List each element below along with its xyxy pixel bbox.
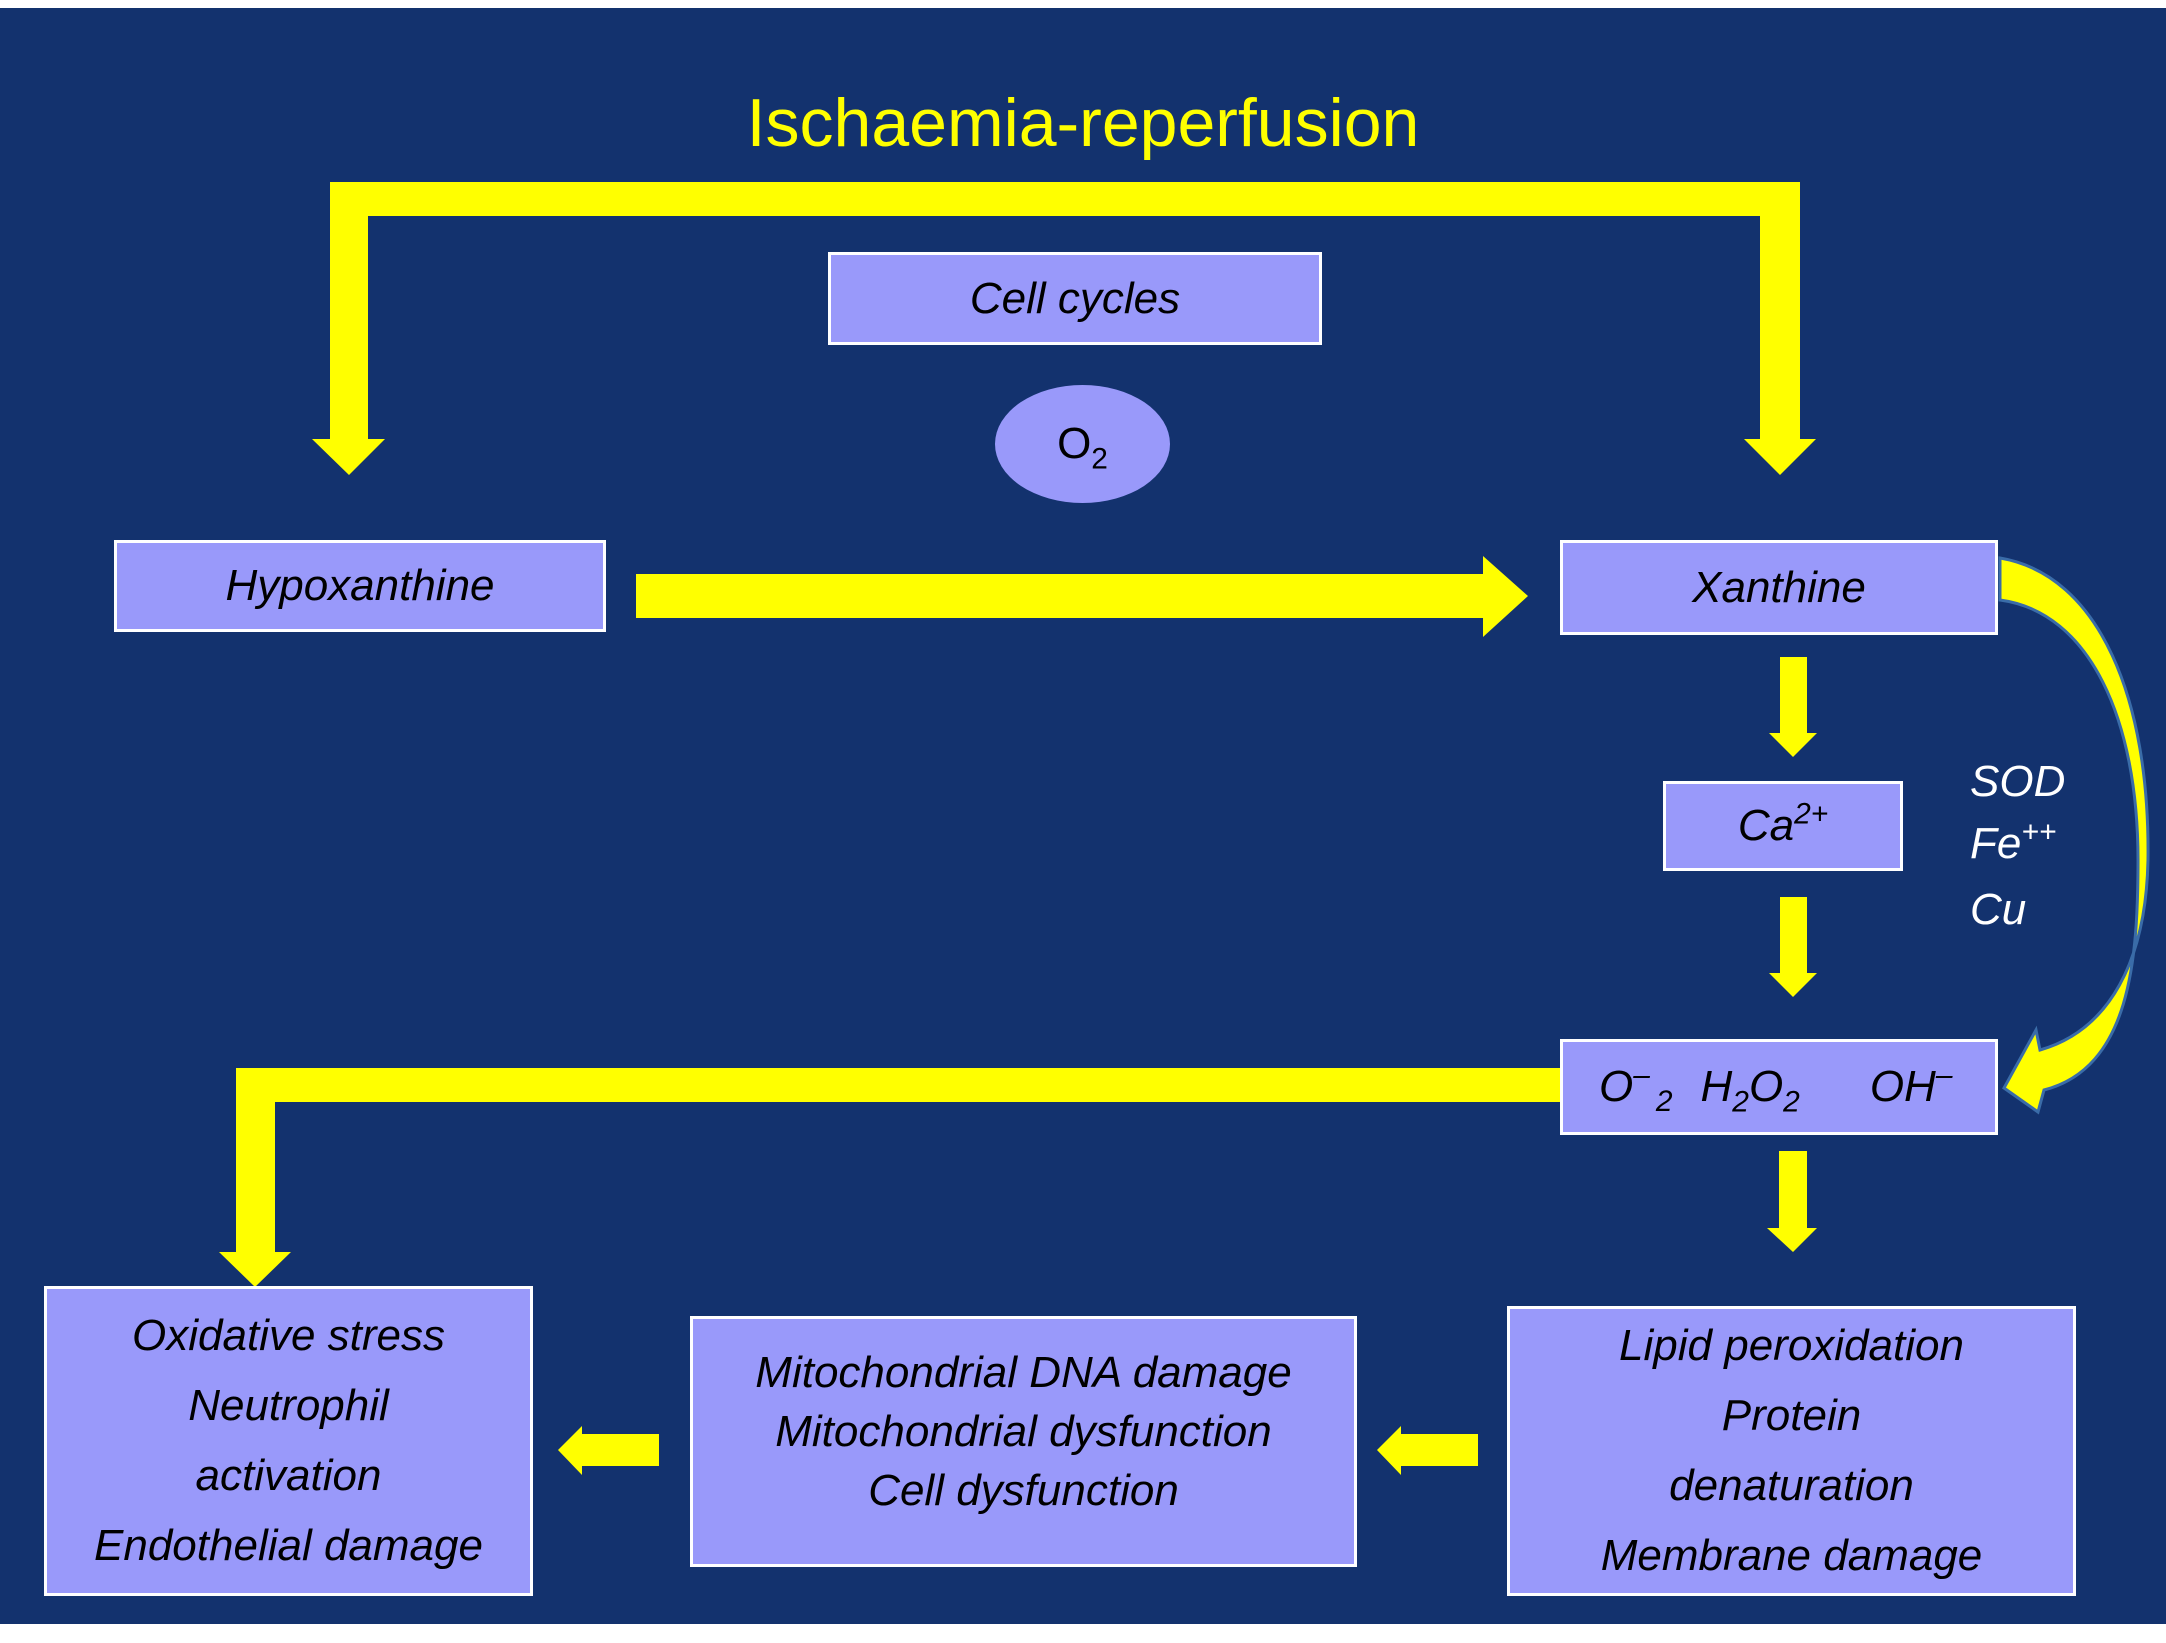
calcium-to-ros-arrow [1769,897,1817,997]
lipid-to-mito-arrow [1377,1426,1478,1475]
xanthine-box: Xanthine [1560,540,1998,635]
ros-to-lipid-arrow [1767,1151,1817,1252]
oxygen-ellipse: O2 [995,385,1170,503]
oxygen-label: O2 [1057,419,1108,474]
hydroxyl-base: OH [1869,1062,1936,1111]
calcium-base: Ca [1737,801,1795,850]
ros-to-oxidative-arrow [219,1068,1560,1287]
peroxide-label: H2O2 [1700,1062,1800,1117]
lipid-damage-box: Lipid peroxidation Protein denaturation … [1507,1306,2076,1596]
mito-line-2: Mitochondrial dysfunction [775,1407,1272,1456]
top-bracket-arrow [312,182,1816,475]
peroxide-o-subscript: 2 [1783,1085,1800,1119]
catalyst-copper: Cu [1970,885,2027,934]
oxygen-base: O [1057,419,1092,468]
superoxide-base: O [1599,1062,1634,1111]
hypoxanthine-to-xanthine-arrow [636,556,1528,637]
oxidative-line-2: Neutrophil [188,1381,389,1430]
iron-superscript: ++ [2021,815,2057,849]
mito-line-1: Mitochondrial DNA damage [755,1348,1292,1397]
superoxide-subscript: 2 [1655,1085,1673,1119]
catalyst-sod: SOD [1970,757,2066,806]
hypoxanthine-label: Hypoxanthine [225,561,495,610]
oxygen-subscript: 2 [1091,442,1108,476]
xanthine-to-calcium-arrow [1769,657,1817,757]
catalyst-iron: Fe++ [1970,817,2056,868]
mitochondrial-damage-box: Mitochondrial DNA damage Mitochondrial d… [690,1316,1357,1567]
oxidative-line-3: activation [195,1451,382,1500]
cell-cycles-box: Cell cycles [828,252,1322,345]
ros-box: O–2 H2O2 OH– [1560,1039,1998,1135]
mito-to-oxidative-arrow [558,1426,659,1475]
hydroxyl-charge: – [1935,1058,1953,1092]
diagram-title: Ischaemia-reperfusion [746,85,1420,161]
calcium-superscript: 2+ [1794,797,1829,831]
oxidative-line-4: Endothelial damage [94,1521,483,1570]
xanthine-label: Xanthine [1692,562,1866,612]
calcium-label: Ca2+ [1737,797,1829,851]
peroxide-h-subscript: 2 [1732,1085,1749,1119]
calcium-box: Ca2+ [1663,781,1903,871]
lipid-line-3: denaturation [1669,1461,1914,1510]
lipid-line-1: Lipid peroxidation [1619,1321,1964,1370]
cell-cycles-label: Cell cycles [969,273,1181,323]
hydroxyl-label: OH– [1869,1058,1953,1112]
peroxide-h: H [1700,1062,1733,1111]
superoxide-label: O–2 [1599,1058,1673,1117]
mito-line-3: Cell dysfunction [868,1466,1179,1515]
superoxide-charge: – [1633,1058,1650,1092]
hypoxanthine-box: Hypoxanthine [114,540,606,632]
lipid-line-4: Membrane damage [1600,1531,1983,1580]
peroxide-o: O [1748,1062,1784,1111]
xanthine-to-ros-curved-arrow [1998,556,2150,1115]
oxidative-line-1: Oxidative stress [132,1311,445,1360]
oxidative-stress-box: Oxidative stress Neutrophil activation E… [44,1286,533,1596]
lipid-line-2: Protein [1721,1391,1862,1440]
iron-base: Fe [1970,819,2022,868]
